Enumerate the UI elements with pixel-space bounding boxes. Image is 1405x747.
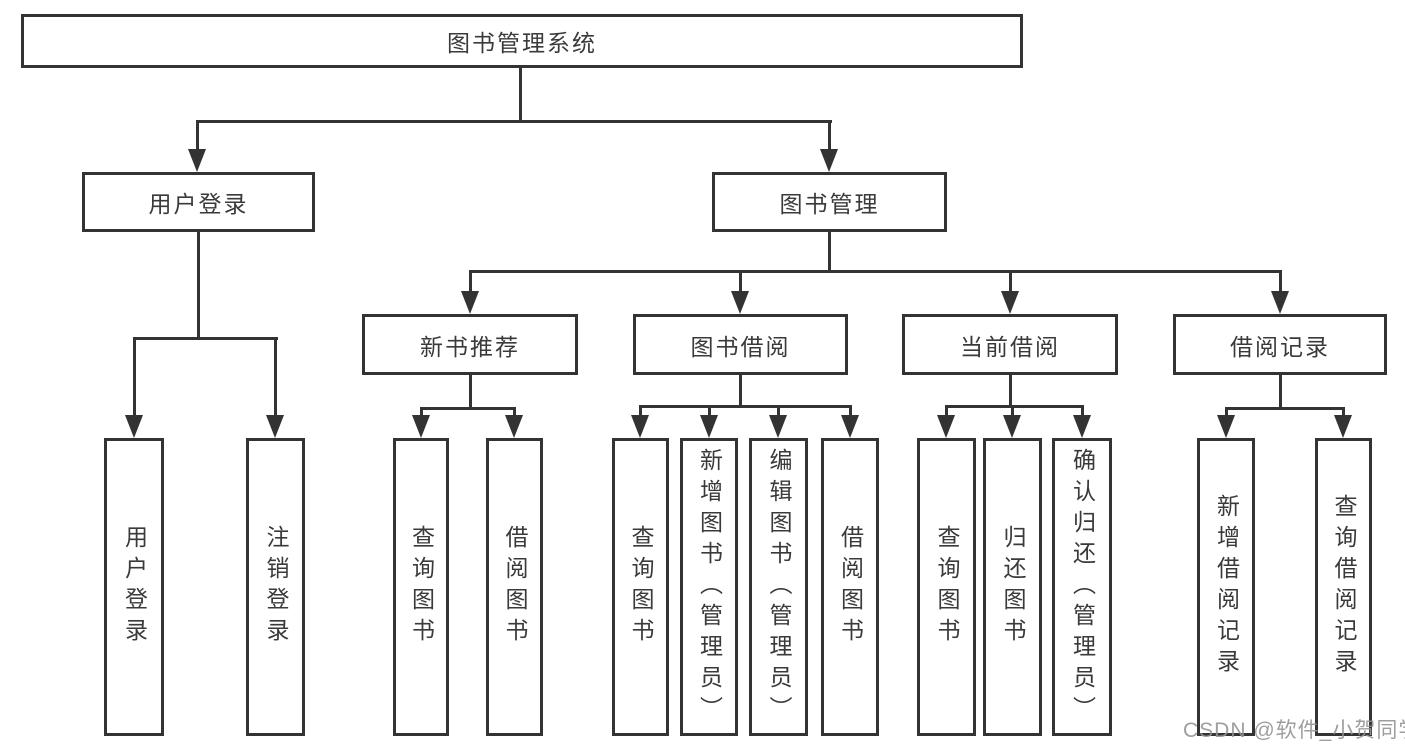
connector-line: [945, 405, 948, 419]
node-label: 借阅记录: [1230, 333, 1330, 360]
leaf-return-book: 归还图书: [983, 438, 1042, 736]
connector-line: [513, 407, 516, 420]
node-label: 新增借阅记录: [1213, 494, 1240, 680]
node-current-borrowing: 当前借阅: [902, 314, 1118, 375]
connector-line: [133, 337, 136, 420]
leaf-query-borrow-record: 查询借阅记录: [1315, 438, 1372, 736]
node-label: 确认归还（管理员）: [1069, 447, 1096, 727]
node-label: 新书推荐: [420, 333, 520, 360]
watermark: CSDN @软件_小贺同学: [1183, 719, 1405, 742]
node-root: 图书管理系统: [21, 14, 1023, 68]
connector-line: [420, 407, 423, 420]
connector-line: [1011, 405, 1014, 419]
node-label: 查询图书: [628, 525, 654, 649]
node-book-management: 图书管理: [712, 172, 947, 232]
arrow-down-icon: [412, 415, 430, 438]
connector-line: [469, 270, 472, 294]
connector-line: [1342, 407, 1345, 420]
connector-line: [1009, 270, 1012, 294]
connector-line: [1081, 405, 1084, 419]
node-new-book-recommend: 新书推荐: [362, 314, 578, 375]
arrow-down-icon: [700, 415, 718, 438]
connector-line: [469, 375, 472, 410]
connector-line: [420, 407, 516, 410]
arrow-down-icon: [188, 149, 206, 172]
connector-line: [777, 405, 780, 419]
arrow-down-icon: [461, 291, 479, 314]
arrow-down-icon: [1001, 291, 1019, 314]
connector-line: [739, 270, 742, 294]
node-label: 借阅图书: [502, 525, 528, 649]
arrow-down-icon: [1217, 415, 1235, 438]
connector-line: [1225, 407, 1228, 420]
connector-line: [469, 270, 1282, 273]
connector-line: [849, 405, 852, 419]
connector-line: [828, 120, 831, 151]
leaf-logout: 注销登录: [246, 438, 305, 736]
connector-line: [274, 337, 277, 420]
connector-line: [708, 405, 711, 419]
node-label: 图书管理: [779, 191, 880, 217]
arrow-down-icon: [631, 415, 649, 438]
leaf-confirm-return-admin: 确认归还（管理员）: [1052, 438, 1112, 736]
connector-line: [133, 337, 278, 340]
node-label: 当前借阅: [960, 333, 1060, 360]
connector-line: [828, 232, 831, 270]
connector-line: [639, 405, 642, 419]
connector-line: [1225, 407, 1345, 410]
connector-line: [739, 375, 742, 408]
connector-line: [519, 68, 522, 120]
node-borrow-records: 借阅记录: [1173, 314, 1387, 375]
leaf-borrow-books-recommend: 借阅图书: [486, 438, 543, 736]
arrow-down-icon: [125, 415, 143, 438]
connector-line: [196, 120, 832, 123]
node-label: 借阅图书: [837, 525, 864, 649]
arrow-down-icon: [1073, 415, 1091, 438]
connector-line: [1279, 375, 1282, 410]
connector-line: [196, 120, 199, 151]
arrow-down-icon: [266, 415, 284, 438]
arrow-down-icon: [937, 415, 955, 438]
arrow-down-icon: [769, 415, 787, 438]
node-label: 图书借阅: [690, 333, 791, 360]
connector-line: [1279, 270, 1282, 294]
leaf-query-books-recommend: 查询图书: [393, 438, 449, 736]
arrow-down-icon: [841, 415, 859, 438]
arrow-down-icon: [505, 415, 523, 438]
arrow-down-icon: [820, 149, 838, 172]
connector-line: [197, 232, 200, 337]
arrow-down-icon: [1003, 415, 1021, 438]
node-book-borrowing: 图书借阅: [633, 314, 848, 375]
connector-line: [639, 405, 852, 408]
node-label: 查询图书: [408, 525, 435, 649]
leaf-add-book-admin: 新增图书（管理员）: [680, 438, 738, 736]
leaf-add-borrow-record: 新增借阅记录: [1197, 438, 1255, 736]
node-user-login: 用户登录: [82, 172, 315, 232]
arrow-down-icon: [1334, 415, 1352, 438]
node-label: 用户登录: [121, 525, 148, 649]
leaf-query-books-current: 查询图书: [917, 438, 976, 736]
connector-line: [1009, 375, 1012, 408]
arrow-down-icon: [731, 291, 749, 314]
node-label: 图书管理系统: [447, 30, 597, 56]
node-label: 编辑图书（管理员）: [766, 447, 792, 727]
leaf-user-login: 用户登录: [104, 438, 164, 736]
node-label: 用户登录: [148, 191, 249, 217]
node-label: 查询借阅记录: [1331, 494, 1357, 680]
node-label: 注销登录: [263, 525, 289, 649]
node-label: 归还图书: [1000, 525, 1026, 649]
leaf-borrow-books-borrowing: 借阅图书: [821, 438, 879, 736]
node-label: 查询图书: [934, 525, 960, 649]
arrow-down-icon: [1271, 291, 1289, 314]
connector-line: [945, 405, 1084, 408]
node-label: 新增图书（管理员）: [696, 447, 723, 727]
leaf-query-books-borrowing: 查询图书: [612, 438, 669, 736]
leaf-edit-book-admin: 编辑图书（管理员）: [749, 438, 808, 736]
